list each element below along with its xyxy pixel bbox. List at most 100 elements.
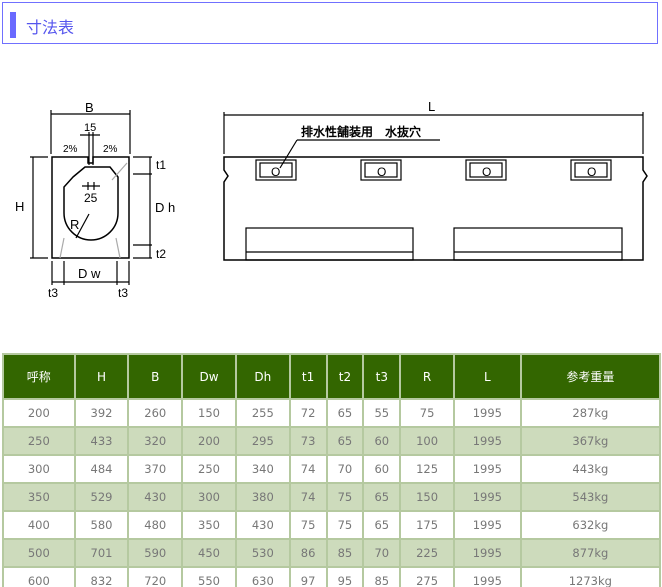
label-t2: t2 xyxy=(156,247,166,261)
table-cell: 275 xyxy=(401,568,453,587)
table-cell: 73 xyxy=(290,428,326,454)
table-cell: 300 xyxy=(4,456,74,482)
table-cell: 630 xyxy=(236,568,289,587)
column-header: R xyxy=(401,355,453,398)
table-cell: 150 xyxy=(183,400,235,426)
table-cell: 543kg xyxy=(521,484,659,510)
page-title: 寸法表 xyxy=(26,18,75,37)
table-cell: 65 xyxy=(364,512,400,538)
drain-hole-mark: O xyxy=(587,165,596,179)
table-cell: 295 xyxy=(236,428,289,454)
table-cell: 350 xyxy=(183,512,235,538)
table-cell: 75 xyxy=(327,512,363,538)
table-cell: 175 xyxy=(401,512,453,538)
label-r: R xyxy=(70,217,79,232)
column-header: H xyxy=(75,355,128,398)
table-cell: 720 xyxy=(129,568,182,587)
table-cell: 484 xyxy=(75,456,128,482)
table-cell: 600 xyxy=(4,568,74,587)
table-cell: 75 xyxy=(290,512,326,538)
label-slope-right: 2% xyxy=(103,144,118,155)
table-cell: 480 xyxy=(129,512,182,538)
table-cell: 97 xyxy=(290,568,326,587)
table-cell: 70 xyxy=(327,456,363,482)
table-cell: 1995 xyxy=(454,400,520,426)
table-cell: 85 xyxy=(327,540,363,566)
drain-hole-mark: O xyxy=(482,165,491,179)
table-cell: 250 xyxy=(4,428,74,454)
table-cell: 1273kg xyxy=(521,568,659,587)
label-l: L xyxy=(428,99,435,114)
table-cell: 443kg xyxy=(521,456,659,482)
table-cell: 74 xyxy=(290,456,326,482)
column-header: B xyxy=(129,355,182,398)
table-cell: 60 xyxy=(364,428,400,454)
table-cell: 200 xyxy=(4,400,74,426)
table-cell: 590 xyxy=(129,540,182,566)
column-header: t2 xyxy=(327,355,363,398)
drain-holes: O O O O xyxy=(255,159,612,181)
section-header: 寸法表 xyxy=(2,2,658,44)
label-t1: t1 xyxy=(156,158,166,172)
side-view-diagram: L 排水性舗装用 水抜穴 O O O O xyxy=(223,99,648,261)
table-cell: 260 xyxy=(129,400,182,426)
table-cell: 380 xyxy=(236,484,289,510)
table-cell: 400 xyxy=(4,512,74,538)
table-cell: 287kg xyxy=(521,400,659,426)
table-cell: 701 xyxy=(75,540,128,566)
label-h: H xyxy=(15,199,24,214)
table-cell: 95 xyxy=(327,568,363,587)
label-dw: D w xyxy=(78,266,101,281)
table-cell: 72 xyxy=(290,400,326,426)
table-cell: 433 xyxy=(75,428,128,454)
table-cell: 55 xyxy=(364,400,400,426)
table-cell: 392 xyxy=(75,400,128,426)
table-cell: 125 xyxy=(401,456,453,482)
table-cell: 1995 xyxy=(454,428,520,454)
table-cell: 250 xyxy=(183,456,235,482)
label-inner-width: 25 xyxy=(84,191,98,205)
drain-hole-mark: O xyxy=(377,165,386,179)
table-cell: 877kg xyxy=(521,540,659,566)
table-cell: 530 xyxy=(236,540,289,566)
column-header: L xyxy=(454,355,520,398)
table-cell: 65 xyxy=(364,484,400,510)
table-cell: 60 xyxy=(364,456,400,482)
table-cell: 85 xyxy=(364,568,400,587)
label-t3-left: t3 xyxy=(48,286,58,300)
label-dh: D h xyxy=(155,200,175,215)
table-cell: 350 xyxy=(4,484,74,510)
table-cell: 450 xyxy=(183,540,235,566)
table-cell: 255 xyxy=(236,400,289,426)
title-accent-bar xyxy=(10,12,16,38)
table-cell: 1995 xyxy=(454,568,520,587)
table-cell: 86 xyxy=(290,540,326,566)
column-header: Dh xyxy=(236,355,289,398)
table-cell: 529 xyxy=(75,484,128,510)
table-cell: 1995 xyxy=(454,540,520,566)
table-cell: 320 xyxy=(129,428,182,454)
table-cell: 100 xyxy=(401,428,453,454)
table-cell: 832 xyxy=(75,568,128,587)
label-b: B xyxy=(85,100,94,115)
table-cell: 500 xyxy=(4,540,74,566)
drain-hole-label: 排水性舗装用 水抜穴 xyxy=(301,124,421,139)
table-cell: 340 xyxy=(236,456,289,482)
table-cell: 200 xyxy=(183,428,235,454)
table-cell: 370 xyxy=(129,456,182,482)
cross-section-diagram: B 15 2% 2% 25 R H t1 D h t2 D w t3 t3 xyxy=(15,100,175,300)
table-cell: 70 xyxy=(364,540,400,566)
table-cell: 550 xyxy=(183,568,235,587)
table-cell: 225 xyxy=(401,540,453,566)
table-cell: 65 xyxy=(327,400,363,426)
label-top-gap: 15 xyxy=(84,122,96,134)
table-cell: 430 xyxy=(129,484,182,510)
table-cell: 75 xyxy=(327,484,363,510)
